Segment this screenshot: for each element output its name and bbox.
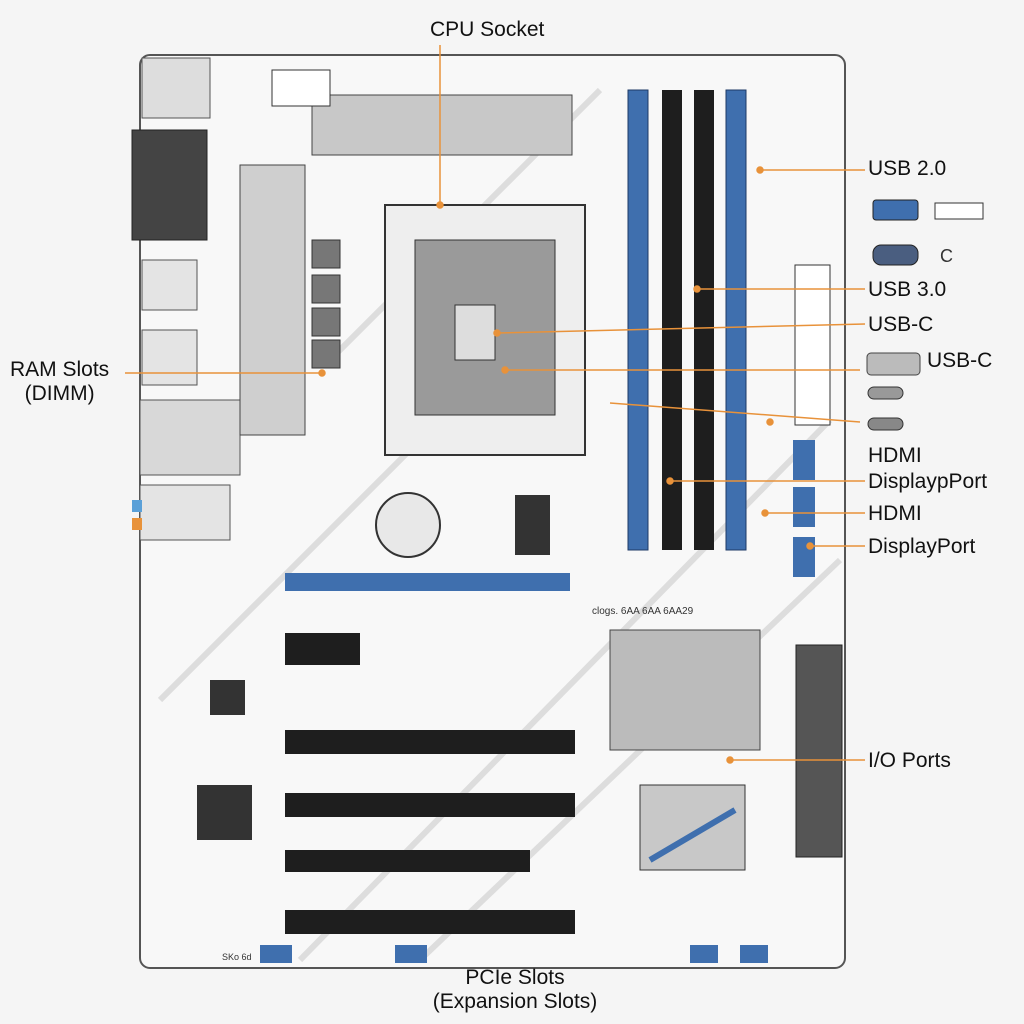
leader-lines	[125, 45, 866, 764]
vrm-chokes	[311, 239, 341, 369]
atx-power-connector	[794, 264, 831, 426]
pcie-slot-2	[285, 730, 575, 754]
vrm-heatsink-left	[239, 164, 306, 436]
ram-slot-3	[694, 90, 714, 550]
label-ram-line1: RAM Slots	[10, 358, 110, 381]
rear-io-ports	[795, 644, 843, 858]
silkscreen-text: clogs. 6AA 6AA 6AA29	[592, 606, 694, 617]
bottom-marking: SKo 6d	[222, 952, 252, 962]
usb-stack	[141, 259, 198, 311]
ethernet-port	[141, 329, 198, 386]
label-usbc-2: USB-C	[927, 349, 993, 372]
label-ram-slots: RAM Slots (DIMM)	[10, 358, 109, 406]
label-pcie-line1: PCIe Slots	[465, 966, 565, 989]
usb-c-port-icon	[866, 352, 921, 376]
label-pcie-slots: PCIe Slots (Expansion Slots)	[400, 966, 630, 1014]
ram-slot-4	[725, 89, 747, 551]
label-usb30: USB 3.0	[868, 278, 947, 301]
pcie-slot-5	[285, 910, 575, 934]
label-usbc: USB-C	[868, 313, 934, 336]
svg-text:C: C	[940, 246, 953, 266]
cmos-battery	[375, 492, 441, 558]
usb-a-icon	[872, 199, 919, 221]
m2-connector	[515, 495, 550, 555]
pcie-slot-3	[285, 793, 575, 817]
cpu-power-connector	[271, 69, 331, 107]
serial-port-icon	[872, 244, 919, 266]
audio-stack	[139, 399, 241, 476]
label-usb20: USB 2.0	[868, 157, 947, 180]
vga-port	[131, 129, 208, 241]
audio-jacks	[139, 484, 231, 541]
vrm-heatsink-top	[311, 94, 573, 156]
connector-icon	[934, 202, 984, 220]
label-cpu-socket: CPU Socket	[430, 18, 545, 41]
label-io-ports: I/O Ports	[868, 749, 951, 772]
ram-slot-1	[627, 89, 649, 551]
bottom-headers	[260, 945, 768, 963]
label-ram-line2: (DIMM)	[24, 382, 95, 406]
label-pcie-line2: (Expansion Slots)	[432, 990, 598, 1014]
chipset-heatsink	[609, 629, 761, 751]
io-port-stack	[141, 57, 211, 119]
label-displayport: DisplayPort	[868, 535, 976, 558]
hdmi-icon	[867, 417, 904, 431]
label-hdmi-2: HDMI	[868, 502, 922, 525]
pcie-x1-slot	[285, 633, 360, 665]
pcie-x16-slot-1	[285, 573, 570, 591]
chip	[210, 680, 245, 715]
label-displayport-typo: DisplaypPort	[868, 470, 988, 493]
sata-port	[793, 440, 815, 480]
usb-c-icon	[867, 386, 904, 400]
pcie-slot-4	[285, 850, 530, 872]
sata-port	[793, 487, 815, 527]
label-hdmi: HDMI	[868, 444, 922, 467]
super-io-chip	[197, 785, 252, 840]
ram-slot-2	[662, 90, 682, 550]
